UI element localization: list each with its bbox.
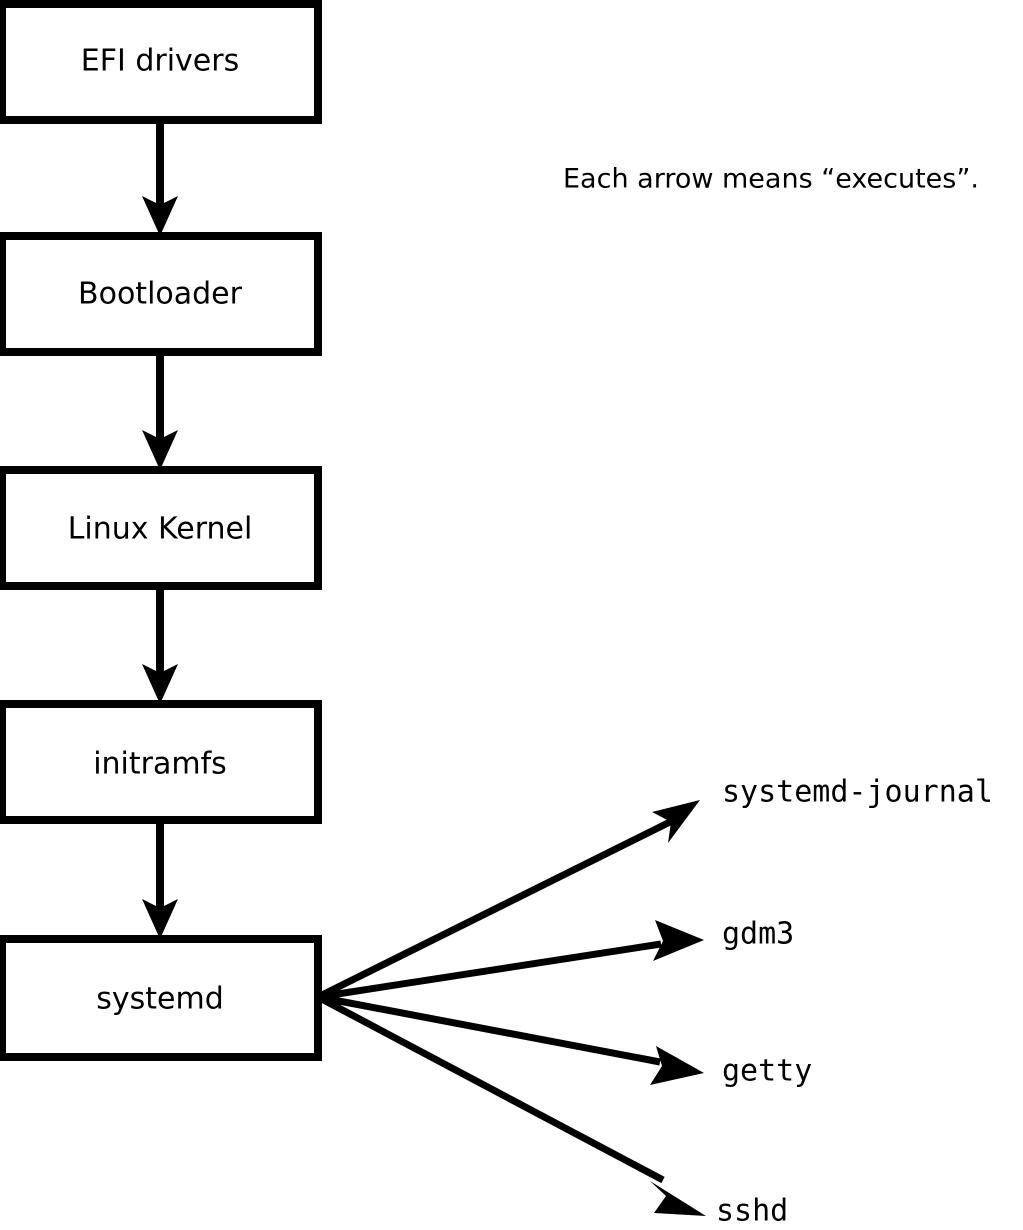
edge-systemd-to-systemd-journal [316,800,700,1001]
arrow-head-icon [650,1046,704,1085]
fanout-labels: systemd-journal gdm3 getty sshd [716,775,993,1229]
edge-bootloader-to-kernel [142,352,178,470]
node-label: Linux Kernel [68,512,253,547]
edge-systemd-to-getty [317,993,704,1085]
edge-line [317,940,662,1001]
node-box[interactable] [0,700,322,824]
leaf-label-gdm3[interactable]: gdm3 [722,917,794,952]
node-efi-drivers[interactable]: EFI drivers [0,0,322,124]
chain-nodes: EFI drivers Bootloader Linux Kernel init… [0,0,322,1061]
node-label: initramfs [93,747,227,782]
edge-systemd-to-sshd [316,993,706,1216]
edge-efi-to-bootloader [142,120,178,236]
edge-kernel-to-initramfs [142,586,178,704]
node-label: Bootloader [78,277,243,312]
chain-edges [142,120,178,939]
legend-caption: Each arrow means “executes”. [563,164,979,195]
node-bootloader[interactable]: Bootloader [0,232,322,356]
node-label: EFI drivers [81,44,239,79]
edge-line [316,993,665,1184]
node-systemd[interactable]: systemd [0,935,322,1061]
arrow-head-icon [652,800,700,843]
arrow-head-icon [142,430,178,470]
arrow-head-icon [142,664,178,704]
leaf-label-sshd[interactable]: sshd [716,1194,788,1229]
fanout-edges [316,800,706,1216]
edge-initramfs-to-systemd [142,820,178,939]
node-linux-kernel[interactable]: Linux Kernel [0,466,322,590]
node-box[interactable] [0,935,322,1061]
edge-line [316,817,674,1001]
edge-line [317,993,661,1066]
node-box[interactable] [0,232,322,356]
node-box[interactable] [0,0,322,124]
leaf-label-getty[interactable]: getty [722,1054,812,1089]
arrow-head-icon [142,899,178,939]
arrow-head-icon [653,920,704,961]
node-box[interactable] [0,466,322,590]
leaf-label-systemd-journal[interactable]: systemd-journal [722,775,993,810]
edge-systemd-to-gdm3 [317,920,704,1001]
arrow-head-icon [142,196,178,236]
arrow-head-icon [650,1181,706,1216]
node-label: systemd [96,982,224,1017]
node-initramfs[interactable]: initramfs [0,700,322,824]
